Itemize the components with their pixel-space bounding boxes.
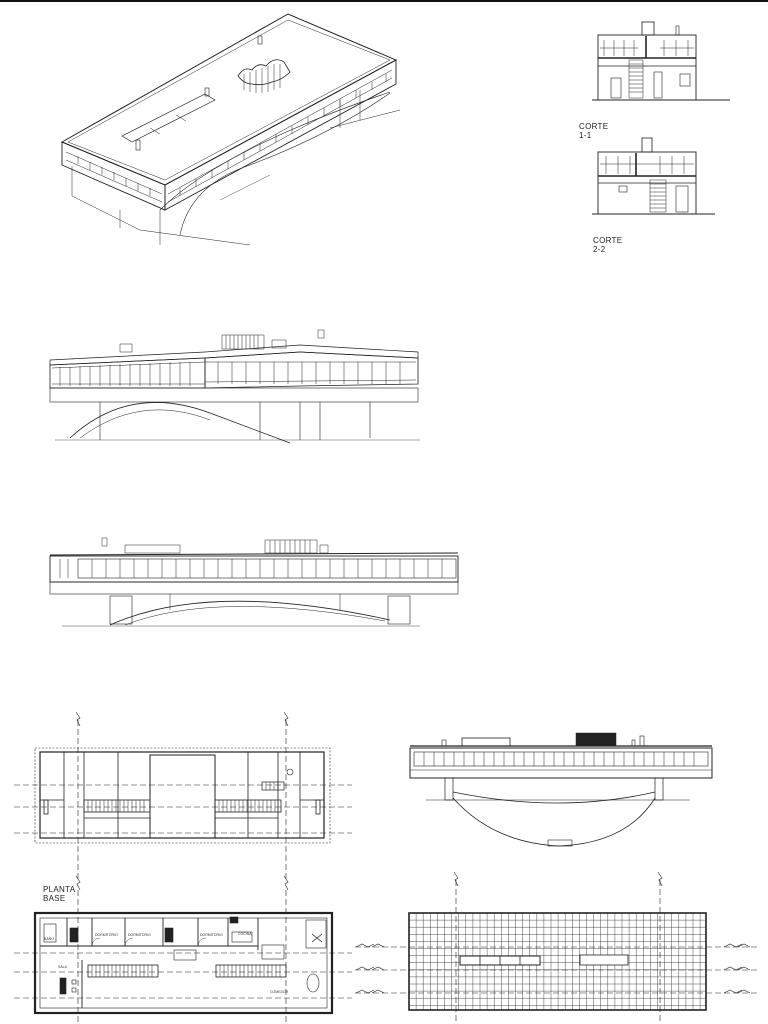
roof-volume-2: [101, 537, 329, 554]
section-2-title: CORTE: [593, 236, 623, 245]
section-1-number: 1-1: [579, 131, 592, 140]
stair-section-1: [628, 59, 644, 99]
ground-floor-plan: [14, 890, 352, 1024]
perspective-view-1: [49, 329, 420, 444]
roof-plan-grid: [355, 871, 760, 1024]
axonometric-view: [60, 13, 401, 246]
upper-plan-stair-small: [261, 781, 285, 791]
axo-window-front-left: [65, 151, 163, 203]
section-2-number: 2-2: [593, 245, 606, 254]
room-label-dormitorio-1: DORMITORIO: [95, 933, 118, 937]
ground-plan-stair-right: [215, 964, 287, 978]
plan-base-label: PLANTA BASE: [43, 885, 75, 903]
room-label-cocina: COCINA: [238, 932, 252, 936]
section-1-label: CORTE 1-1: [579, 122, 608, 140]
axo-window-front-right: [167, 69, 393, 203]
room-label-comedor: COMEDOR: [270, 990, 289, 994]
roof-volume-1: [119, 329, 325, 353]
section-2-2-drawing: [592, 137, 715, 215]
upper-floor-plan: [14, 711, 352, 891]
upper-plan-stair-left: [83, 799, 151, 813]
sheet-top-border: [0, 0, 768, 2]
room-label-dormitorio-3: DORMITORIO: [200, 933, 223, 937]
section-markers: [355, 943, 751, 994]
front-elevation: [409, 732, 713, 847]
room-label-bano: BAÑO: [44, 936, 54, 941]
stair-section-2: [649, 179, 667, 213]
plan-base-line1: PLANTA: [43, 885, 76, 894]
room-label-sala: SALA: [58, 965, 68, 969]
section-1-title: CORTE: [579, 122, 609, 131]
perspective-view-2: [49, 537, 459, 627]
room-label-dormitorio-2: DORMITORIO: [128, 933, 151, 937]
upper-plan-stair-right: [214, 799, 282, 813]
section-2-label: CORTE 2-2: [593, 236, 622, 254]
plan-base-line2: BASE: [43, 894, 66, 903]
ground-plan-stair-left: [87, 964, 159, 978]
section-1-1-drawing: [592, 21, 730, 101]
